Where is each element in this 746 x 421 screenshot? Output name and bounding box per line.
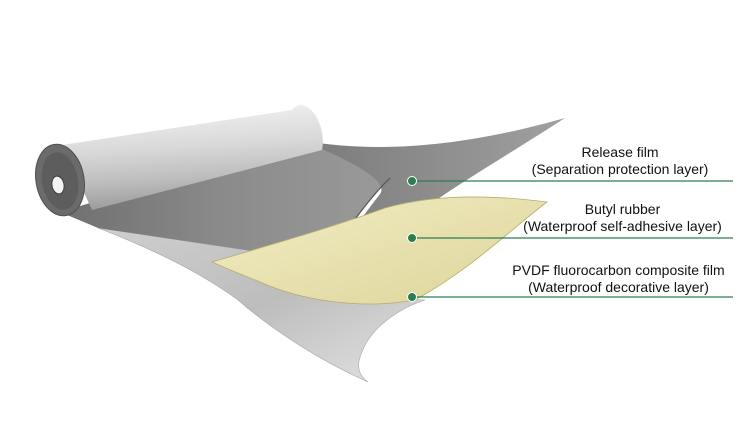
leader-lines — [407, 176, 733, 302]
leader-dot-butyl-rubber — [407, 233, 417, 243]
pvdf-film-layer — [97, 227, 426, 383]
roll-core-hole — [51, 175, 65, 195]
pvdf-film-name: PVDF fluorocarbon composite film — [512, 262, 725, 278]
leader-dot-pvdf-film — [407, 292, 417, 302]
roll-body — [62, 105, 323, 210]
butyl-rubber-name: Butyl rubber — [584, 201, 661, 217]
release-film-sheet — [60, 140, 390, 258]
pvdf-film-desc: (Waterproof decorative layer) — [528, 279, 709, 295]
release-film-name: Release film — [581, 144, 659, 160]
butyl-rubber-layer — [210, 196, 549, 305]
release-film-desc: (Separation protection layer) — [531, 161, 709, 177]
label-butyl-rubber: Butyl rubber (Waterproof self-adhesive l… — [515, 201, 730, 235]
butyl-rubber-desc: (Waterproof self-adhesive layer) — [523, 218, 722, 234]
label-pvdf-film: PVDF fluorocarbon composite film (Waterp… — [496, 262, 741, 296]
label-release-film: Release film (Separation protection laye… — [520, 144, 720, 178]
leader-dot-release-film — [407, 176, 417, 186]
